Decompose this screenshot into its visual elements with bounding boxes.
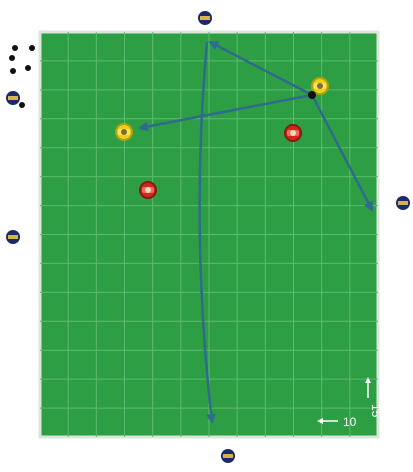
cone-icon (10, 68, 16, 74)
player-navy-icon (6, 230, 20, 244)
player-navy-icon (198, 11, 212, 25)
cone-icon (12, 45, 18, 51)
player-yellow-icon (116, 124, 132, 140)
pitch (40, 32, 378, 437)
cone-icon (25, 65, 31, 71)
scale-width-label: 10 (343, 415, 357, 429)
player-red-icon (140, 182, 156, 198)
player-red-icon (285, 125, 301, 141)
ball-icon (308, 91, 316, 99)
cone-icon (29, 45, 35, 51)
player-navy-icon (221, 449, 235, 463)
player-navy-icon (6, 91, 20, 105)
player-navy-icon (396, 196, 410, 210)
cone-icon (9, 55, 15, 61)
player-yellow-icon (312, 78, 328, 94)
scale-length-label: 15 (369, 404, 383, 418)
cone-icon (19, 102, 25, 108)
